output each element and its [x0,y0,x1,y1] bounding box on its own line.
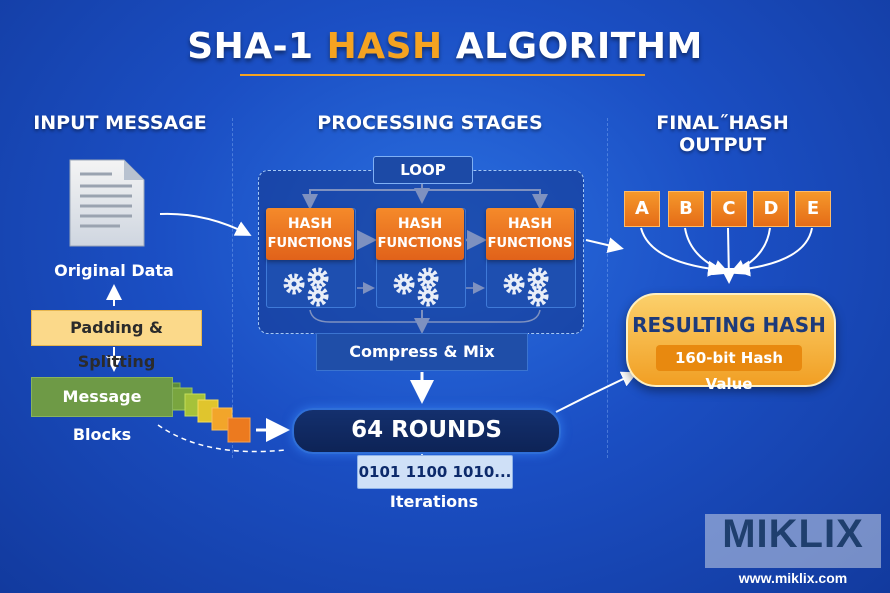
rounds-pill: 64 ROUNDS [292,408,561,454]
compress-mix-box: Compress & Mix [316,333,528,371]
heading-final-hash-output: FINAL˝HASH OUTPUT [656,112,789,156]
message-blocks-box: Message Blocks [31,377,173,444]
arrow-to-processing [159,212,252,236]
hash-block-e: E [795,191,831,227]
message-block-stack [159,382,251,443]
watermark-logo: MIKLIX [722,512,864,556]
padding-splitting-box: Padding & Splitting [31,310,202,371]
watermark-logo-box [705,514,881,568]
hash-block-b: B [668,191,704,227]
loop-label: LOOP [373,156,473,184]
divider-left [232,118,233,458]
heading-input-message: INPUT MESSAGE [33,112,207,134]
hash-value-label: 160-bit Hash Value [656,345,802,393]
title-underline [240,74,645,76]
divider-right [607,118,608,458]
dashed-curve [157,424,286,453]
watermark-url[interactable]: www.miklix.com [738,570,848,586]
hash-block-a: A [624,191,660,227]
hash-block-c: C [711,191,747,227]
hash-block-d: D [753,191,789,227]
arrow-to-output [585,237,624,254]
resulting-hash-box [626,293,836,387]
resulting-hash-title: RESULTING HASH [632,313,826,337]
iterations-label: Iterations [389,492,479,511]
binary-box: 0101 1100 1010... [357,455,513,489]
arrow-rounds-to-result [555,371,638,413]
page-title: SHA-1 HASH ALGORITHM [187,26,703,67]
document-icon [69,159,145,247]
original-data-label: Original Data [54,261,174,280]
heading-processing-stages: PROCESSING STAGES [317,112,543,134]
